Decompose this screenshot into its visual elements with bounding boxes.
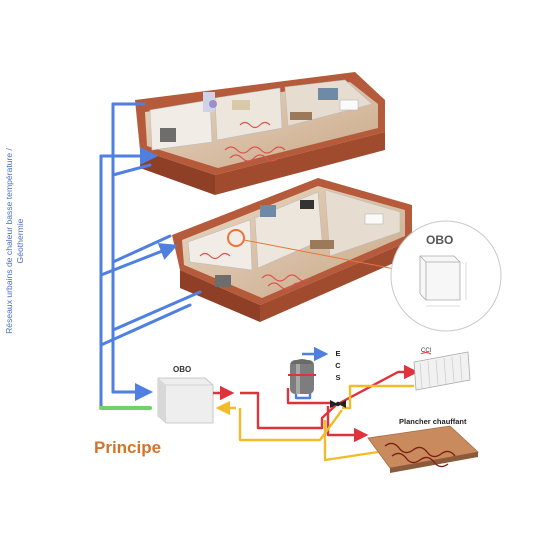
principle-title: Principe xyxy=(94,438,162,457)
obo-detail-label: OBO xyxy=(426,233,454,247)
apartment-middle xyxy=(172,178,412,322)
heating-floor-label: Plancher chauffant xyxy=(399,417,467,426)
network-pipes xyxy=(99,102,202,410)
three-way-valve xyxy=(330,400,346,408)
obo-detail-bubble xyxy=(390,220,502,332)
obo-heat-pump xyxy=(157,377,214,424)
radiator: CCI xyxy=(413,348,471,391)
apartment-top xyxy=(135,72,385,195)
hot-water-tank xyxy=(288,359,316,394)
detail-leader-line xyxy=(243,239,401,271)
radiator-logo: CCI xyxy=(421,348,432,354)
obo-unit-label: OBO xyxy=(173,365,192,374)
ecs-label: E C S xyxy=(335,349,341,382)
heat-pipes xyxy=(213,346,419,462)
network-label: Réseaux urbains de chaleur basse tempéra… xyxy=(4,148,25,334)
heating-floor-panel xyxy=(367,425,479,473)
obo-highlight-circle xyxy=(227,229,245,247)
